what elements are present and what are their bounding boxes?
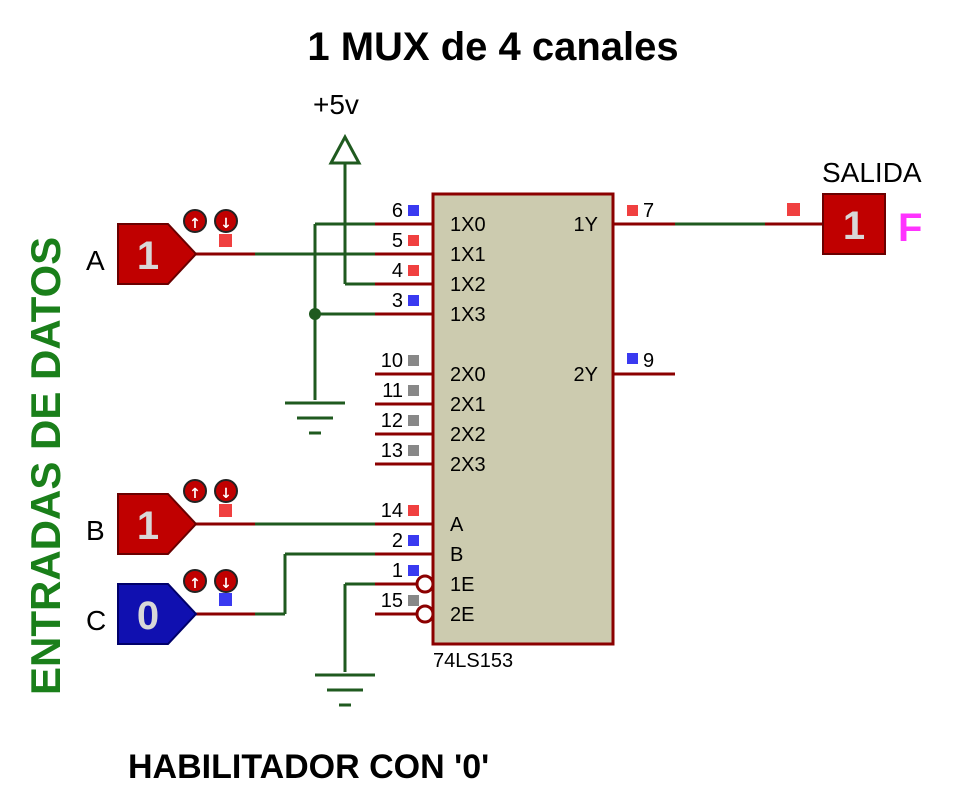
toggle-down-icon[interactable] bbox=[214, 479, 238, 503]
pin-number-6: 6 bbox=[392, 200, 403, 222]
enable-bubble-2e bbox=[415, 604, 435, 624]
pin-label-2y: 2Y bbox=[574, 364, 598, 386]
pin-number-5: 5 bbox=[392, 230, 403, 252]
input-c-value: 0 bbox=[137, 594, 159, 638]
toggle-up-icon[interactable] bbox=[183, 569, 207, 593]
state-marker-a bbox=[219, 234, 232, 247]
side-label: ENTRADAS DE DATOS bbox=[22, 237, 69, 695]
pin-number-12: 12 bbox=[381, 410, 403, 432]
supply-label: +5v bbox=[313, 89, 359, 120]
toggle-down-icon[interactable] bbox=[214, 569, 238, 593]
pin-label-2x0: 2X0 bbox=[450, 364, 486, 386]
pin-label-b: B bbox=[450, 544, 463, 566]
wires-green bbox=[255, 163, 765, 672]
wires-red bbox=[195, 222, 823, 616]
svg-text:↓: ↓ bbox=[220, 576, 232, 592]
pin-label-2x2: 2X2 bbox=[450, 424, 486, 446]
pin-label-1y: 1Y bbox=[574, 214, 598, 236]
svg-text:↓: ↓ bbox=[220, 216, 232, 232]
chip-74ls153 bbox=[431, 192, 615, 646]
pin-number-14: 14 bbox=[381, 500, 403, 522]
pin-label-1x2: 1X2 bbox=[450, 274, 486, 296]
toggle-up-icon[interactable] bbox=[183, 479, 207, 503]
input-a-value: 1 bbox=[137, 234, 159, 278]
output-name: F bbox=[898, 206, 922, 250]
pin-state-markers bbox=[408, 203, 800, 606]
logic-probe-output bbox=[822, 193, 886, 255]
toggle-down-icon[interactable] bbox=[214, 209, 238, 233]
svg-text:↑: ↑ bbox=[189, 486, 201, 502]
chip-name: 74LS153 bbox=[433, 650, 513, 672]
toggle-up-icon[interactable] bbox=[183, 209, 207, 233]
pin-number-7: 7 bbox=[643, 200, 654, 222]
pin-number-15: 15 bbox=[381, 590, 403, 612]
output-value: 1 bbox=[843, 204, 865, 248]
diagram-title: 1 MUX de 4 canales bbox=[307, 25, 678, 69]
input-a-name: A bbox=[86, 245, 105, 276]
pin-label-1x0: 1X0 bbox=[450, 214, 486, 236]
state-marker-b bbox=[219, 504, 232, 517]
ground-icon bbox=[315, 673, 375, 707]
pin-number-11: 11 bbox=[382, 380, 403, 402]
ground-icon bbox=[285, 401, 345, 435]
pin-label-1e: 1E bbox=[450, 574, 474, 596]
pin-number-1: 1 bbox=[392, 560, 403, 582]
enable-bubble-1e bbox=[415, 574, 435, 594]
pin-number-9: 9 bbox=[643, 350, 654, 372]
pin-number-10: 10 bbox=[381, 350, 403, 372]
logic-state-b[interactable] bbox=[117, 493, 198, 555]
pin-label-a: A bbox=[450, 514, 464, 536]
state-marker-c bbox=[219, 593, 232, 606]
svg-text:↓: ↓ bbox=[220, 486, 232, 502]
pin-label-2x3: 2X3 bbox=[450, 454, 486, 476]
pin-number-4: 4 bbox=[392, 260, 403, 282]
pin-label-2e: 2E bbox=[450, 604, 474, 626]
svg-text:↑: ↑ bbox=[189, 576, 201, 592]
pin-label-1x1: 1X1 bbox=[450, 244, 486, 266]
footer-label: HABILITADOR CON '0' bbox=[128, 748, 489, 786]
pin-label-2x1: 2X1 bbox=[450, 394, 486, 416]
junction-dot bbox=[309, 308, 321, 320]
pin-label-1x3: 1X3 bbox=[450, 304, 486, 326]
pin-number-3: 3 bbox=[392, 290, 403, 312]
output-label: SALIDA bbox=[822, 157, 922, 188]
svg-text:↑: ↑ bbox=[189, 216, 201, 232]
input-b-name: B bbox=[86, 515, 105, 546]
logic-state-c[interactable] bbox=[117, 583, 198, 645]
pin-number-2: 2 bbox=[392, 530, 403, 552]
pin-number-13: 13 bbox=[381, 440, 403, 462]
input-c-name: C bbox=[86, 605, 106, 636]
vcc-arrow-icon bbox=[328, 133, 362, 165]
logic-state-a[interactable] bbox=[117, 223, 198, 285]
input-b-value: 1 bbox=[137, 504, 159, 548]
